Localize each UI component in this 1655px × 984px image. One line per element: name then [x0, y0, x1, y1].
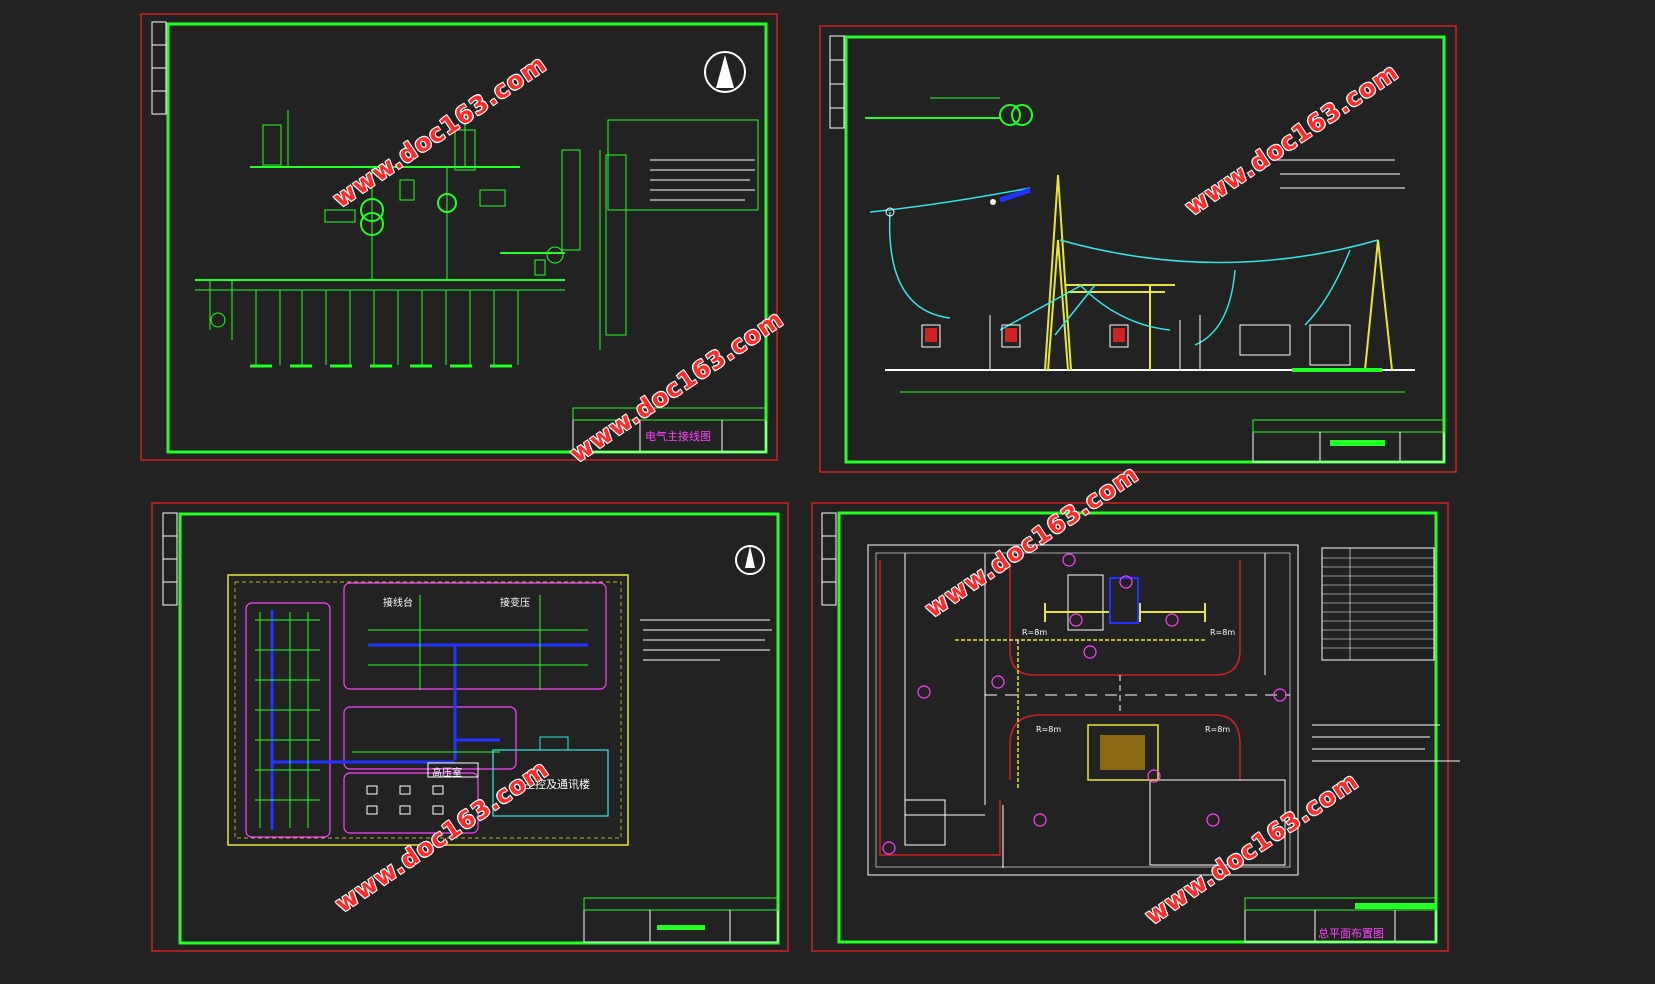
sheet2-paper-border: [819, 25, 1457, 473]
north-arrow-icon: [704, 51, 746, 93]
layout-label-4: 主控及通讯楼: [524, 778, 590, 791]
layout-label-3: 高压室: [432, 768, 462, 779]
sheet4-frame: [837, 511, 1438, 944]
sheet3-frame: [178, 512, 780, 945]
road-radius-1: R=8m: [1022, 628, 1048, 637]
road-radius-4: R=8m: [1205, 725, 1231, 734]
sheet2-frame: [844, 35, 1446, 464]
sheet4-paper-border: [811, 502, 1449, 952]
sheet1-frame: [166, 22, 768, 454]
sheet1-title: 电气主接线图: [645, 430, 711, 443]
sheet-section: [819, 25, 1457, 473]
sheet-equipment-layout: [151, 502, 789, 952]
layout-label-1: 接线台: [383, 598, 413, 609]
sheet1-paper-border: [140, 13, 778, 461]
layout-label-2: 接变压: [500, 598, 530, 609]
sheet-main-wiring: [140, 13, 778, 461]
sheet-general-plan: [811, 502, 1460, 952]
road-radius-3: R=8m: [1036, 725, 1062, 734]
sheet4-title: 总平面布置图: [1318, 927, 1384, 940]
sheet3-paper-border: [151, 502, 789, 952]
road-radius-2: R=8m: [1210, 628, 1236, 637]
